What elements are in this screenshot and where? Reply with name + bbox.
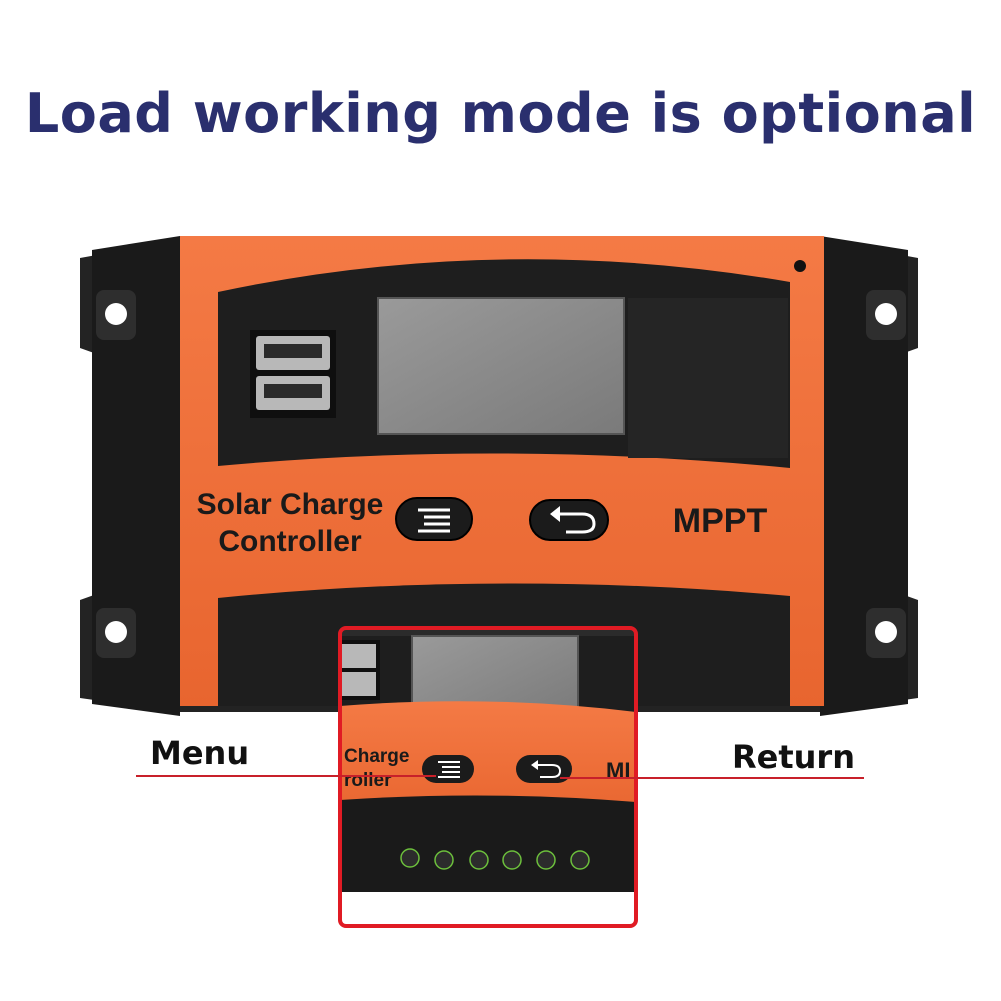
status-led <box>794 260 806 272</box>
headline: Load working mode is optional <box>24 82 977 145</box>
mounting-hole-bottom-left <box>96 608 136 658</box>
return-button[interactable] <box>529 499 609 541</box>
zoom-brand-line-2: roller <box>344 770 392 791</box>
return-arrow-icon <box>550 506 596 534</box>
terminal-screw-icon <box>400 848 590 870</box>
zoom-brand-line-1: Charge <box>344 746 409 767</box>
mounting-hole-top-right <box>866 290 906 340</box>
zoom-model-label: MI <box>606 758 630 783</box>
zoom-inset: Charge roller MI <box>340 628 636 926</box>
menu-lines-icon <box>418 508 450 533</box>
brand-line-1: Solar Charge <box>197 488 384 521</box>
usb-port-icon <box>250 330 336 418</box>
zoom-usb-port-icon <box>340 640 380 700</box>
mounting-hole-bottom-right <box>866 608 906 658</box>
menu-callout: Menu <box>150 734 250 772</box>
menu-button[interactable] <box>395 497 473 541</box>
lcd-screen <box>377 297 625 435</box>
model-label: MPPT <box>673 502 768 540</box>
menu-callout-line <box>136 775 436 777</box>
zoom-return-button[interactable] <box>516 755 572 783</box>
mounting-hole-top-left <box>96 290 136 340</box>
return-callout-line <box>560 777 864 779</box>
return-callout: Return <box>732 738 855 776</box>
brand-line-2: Controller <box>218 525 362 558</box>
zoom-menu-button[interactable] <box>422 755 474 783</box>
